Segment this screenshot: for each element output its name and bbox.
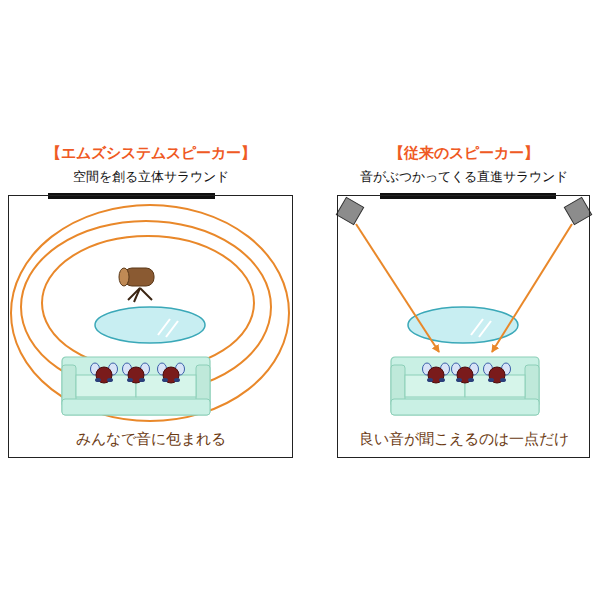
text: みんなで音に包まれる [73,431,229,447]
text: 【従来のスピーカー】 [389,144,539,162]
panel-title: 【エムズシステムスピーカー】 [0,144,322,163]
box-speaker [336,197,591,224]
panel-subtitle: 音がぶつかってくる直進サラウンド [308,169,600,186]
panel-caption: みんなで音に包まれる [0,430,322,449]
panel-box: 【従来のスピーカー】音がぶつかってくる直進サラウンド良い音が聞こえるのは一点だけ [337,195,590,458]
text: 【エムズシステムスピーカー】 [46,144,256,162]
panel-title: 【従来のスピーカー】 [308,144,600,163]
text: 空間を創る立体サラウンド [73,169,229,184]
panel-subtitle: 空間を創る立体サラウンド [0,169,322,186]
panel-caption: 良い音が聞こえるのは一点だけ [308,430,600,449]
panel-box: 【エムズシステムスピーカー】空間を創る立体サラウンドみんなで音に包まれる [8,195,293,458]
text: 音がぶつかってくる直進サラウンド [360,169,568,184]
text: 良い音が聞こえるのは一点だけ [356,431,572,447]
wood-speaker [119,268,154,302]
